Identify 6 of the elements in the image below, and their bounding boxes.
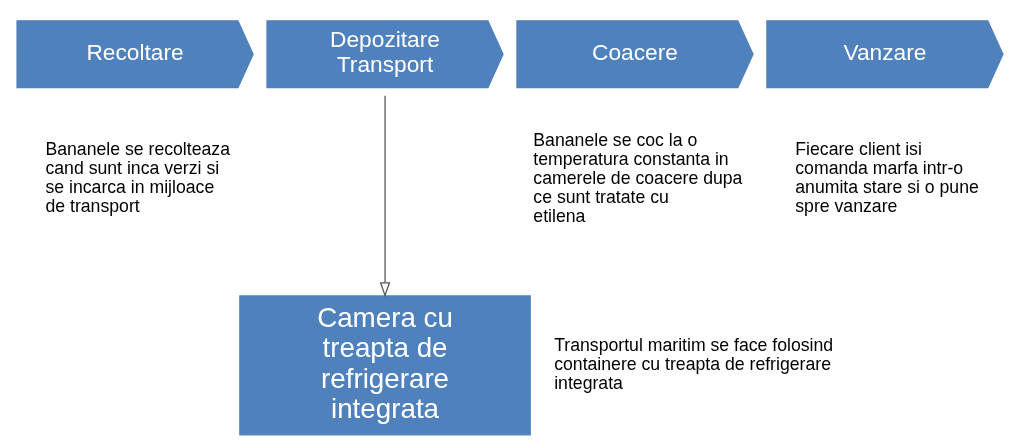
node-label: Transportul maritim se face folosind containere cu treapta de refrigerare integrata <box>553 335 833 393</box>
arrow <box>379 95 390 298</box>
node-label: Bananele se coc la o temperatura constanta in camerele de coacere dupa ce sunt tratate cu etilena <box>532 129 742 226</box>
node-label: Fiecare client isi comanda marfa intr-o anumita stare si o pune spre vanzare <box>794 139 979 217</box>
node-label: Bananele se recolteaza cand sunt inca verzi si se incarca in mijloace de transport <box>44 139 230 217</box>
node-box: Camera cu treapta de refrigerare integrata <box>238 295 531 436</box>
